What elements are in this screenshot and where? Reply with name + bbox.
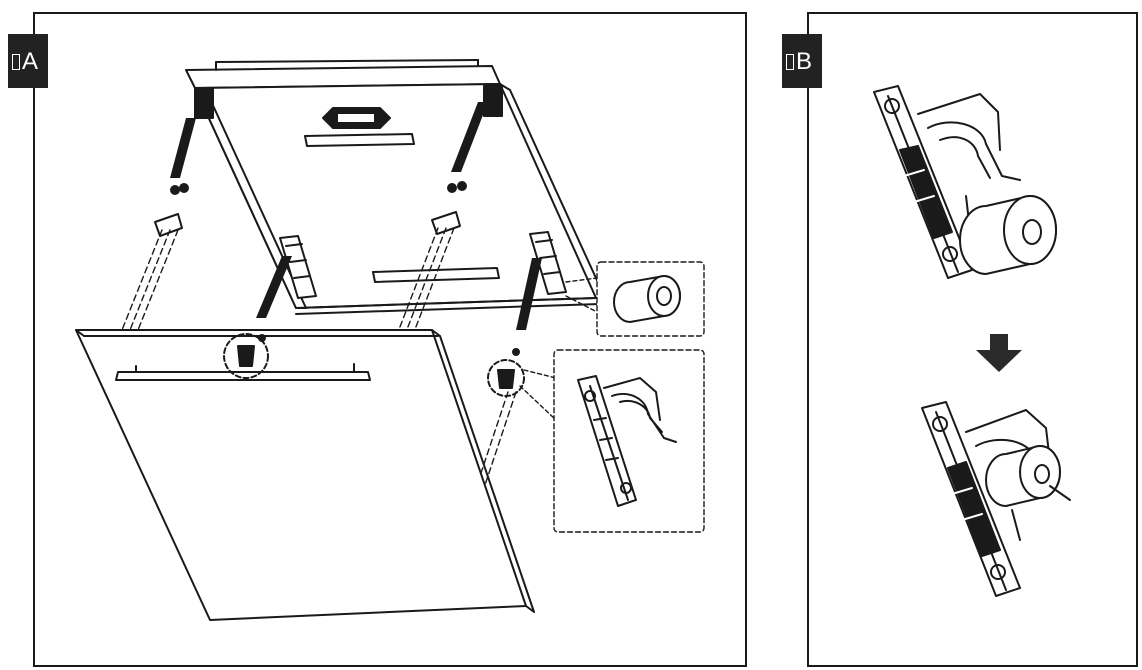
panel-b-label: B [796,47,813,75]
door-screw-detail [223,333,269,379]
missing-glyph-box-icon [786,53,794,70]
panel-a-label: A [22,47,39,75]
arrow-down-icon [976,334,1022,372]
door-panel [75,329,535,621]
cabinet-hinge-brackets [194,85,567,299]
roller-callout [565,261,705,337]
panel-a-tab: A [8,34,48,88]
hinge-screw-detail [487,348,557,421]
hinge-clip-open [873,85,1057,279]
panel-b-tab: B [782,34,822,88]
top-handle [304,107,500,283]
missing-glyph-box-icon [12,53,20,70]
mounting-rails [170,102,542,330]
hinge-clip-callout [553,349,705,533]
hinge-clip-closed [921,401,1071,597]
